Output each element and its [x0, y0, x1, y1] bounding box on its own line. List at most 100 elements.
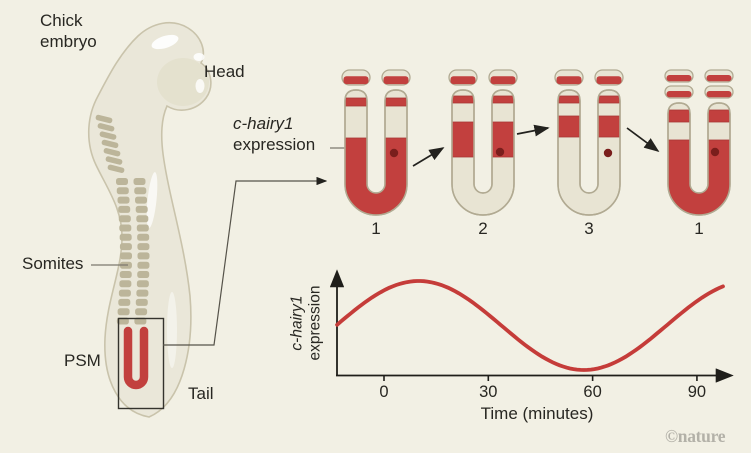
head-shading: [157, 58, 209, 106]
head-highlight: [151, 34, 179, 50]
somite-block: [119, 280, 132, 288]
tail-highlight: [167, 292, 177, 368]
somite-cap-expression: [666, 91, 692, 98]
somite-block: [136, 224, 149, 232]
head-label: Head: [204, 62, 245, 81]
somite-block: [116, 178, 128, 185]
somite-bar: [105, 156, 123, 165]
expression-band: [558, 115, 620, 138]
stage-number-2: 3: [584, 219, 594, 238]
chart-y-word-text: expression: [307, 285, 324, 361]
somite-cap-expression: [556, 76, 582, 85]
determination-front-dot: [389, 148, 399, 158]
somite-block: [118, 215, 131, 223]
expression-band: [452, 95, 514, 104]
arrow-stage1-to-2: [412, 147, 445, 167]
chart-y-gene-text: c-hairy1: [288, 295, 306, 351]
x-tick-label-60: 60: [583, 383, 602, 401]
somites-label: Somites: [22, 254, 84, 273]
arrow-stage2-to-3: [516, 124, 550, 137]
somite-bar: [101, 139, 119, 149]
somite-block: [119, 271, 132, 278]
x-tick-label-90: 90: [687, 383, 707, 401]
somite-cap-expression: [343, 76, 369, 85]
x-tick-label-0: 0: [379, 383, 389, 401]
chart-x-axis-label: Time (minutes): [480, 404, 594, 423]
expression-band: [345, 97, 407, 107]
tube-outline: [451, 89, 515, 216]
somite-block: [134, 187, 147, 195]
somite-blocks: [95, 114, 150, 325]
head-highlight-small: [193, 53, 205, 61]
somite-block: [135, 298, 148, 306]
expression-band: [668, 109, 730, 123]
tube-outline: [667, 102, 731, 216]
somite-block: [137, 261, 150, 269]
expression-callout-label: c-hairy1 expression: [233, 114, 315, 155]
stage-number-0: 1: [371, 219, 381, 238]
somite-block: [136, 280, 149, 288]
tube-outline: [344, 89, 408, 216]
somite-block: [134, 317, 147, 325]
somite-block: [116, 317, 129, 325]
box-connector-arrow: [163, 176, 328, 346]
expression-band: [345, 137, 407, 215]
somite-block: [137, 252, 150, 260]
somite-bar: [95, 114, 113, 124]
somite-block: [116, 187, 129, 195]
somite-block: [118, 289, 131, 297]
somite-cap-expression: [490, 76, 516, 85]
determination-front-dot: [603, 148, 613, 158]
stage-cycle-arrows: [412, 124, 660, 167]
somite-block: [136, 289, 149, 297]
expression-word-text: expression: [233, 134, 316, 154]
somite-block: [119, 224, 132, 232]
psm-tube-stage-1-3: [664, 69, 734, 216]
determination-front-dot: [710, 147, 720, 157]
chick-embryo-illustration: [87, 21, 212, 418]
psm-tube-stage-3-2: [554, 69, 624, 216]
somite-block: [119, 252, 132, 260]
nature-credit: ©nature: [665, 426, 726, 446]
trunk-highlight: [146, 172, 158, 228]
somite-block: [136, 215, 149, 223]
somite-block: [119, 243, 132, 251]
somite-block: [117, 196, 130, 204]
psm-stage-tubes: [341, 69, 734, 216]
expression-band: [452, 121, 514, 158]
tube-outline: [557, 89, 621, 216]
determination-front-dot: [495, 147, 505, 157]
psm-label: PSM: [64, 351, 101, 370]
somite-block: [135, 205, 148, 213]
somite-block: [137, 233, 150, 241]
somite-block: [118, 298, 131, 306]
chick-embryo-label: Chick embryo: [40, 11, 97, 51]
expression-curve: [335, 279, 725, 372]
x-tick-label-30: 30: [479, 383, 498, 401]
somite-block: [118, 205, 131, 213]
somite-bar: [99, 131, 117, 140]
chart-y-axis-label: c-hairy1 expression: [289, 248, 326, 398]
psm-zoom-box: [117, 317, 165, 410]
psm-red-region: [123, 326, 149, 390]
expression-band: [558, 95, 620, 104]
somite-block: [119, 233, 132, 241]
gene-name-text: c-hairy1: [233, 114, 294, 133]
head-highlight-lower: [195, 79, 205, 93]
somite-bar: [103, 148, 121, 157]
somite-block: [137, 243, 150, 251]
stage-number-3: 1: [694, 219, 704, 238]
somite-bar: [97, 123, 115, 132]
somite-bar: [107, 164, 125, 173]
arrow-stage3-to-1: [626, 127, 660, 153]
somite-cap-expression: [706, 75, 732, 82]
psm-tube-stage-1-0: [341, 69, 411, 216]
somite-block: [135, 308, 148, 316]
somite-cap-expression: [666, 75, 692, 82]
somite-cap-expression: [596, 76, 622, 85]
somite-block: [135, 196, 148, 204]
somite-block: [117, 308, 130, 316]
somite-cap-expression: [706, 91, 732, 98]
